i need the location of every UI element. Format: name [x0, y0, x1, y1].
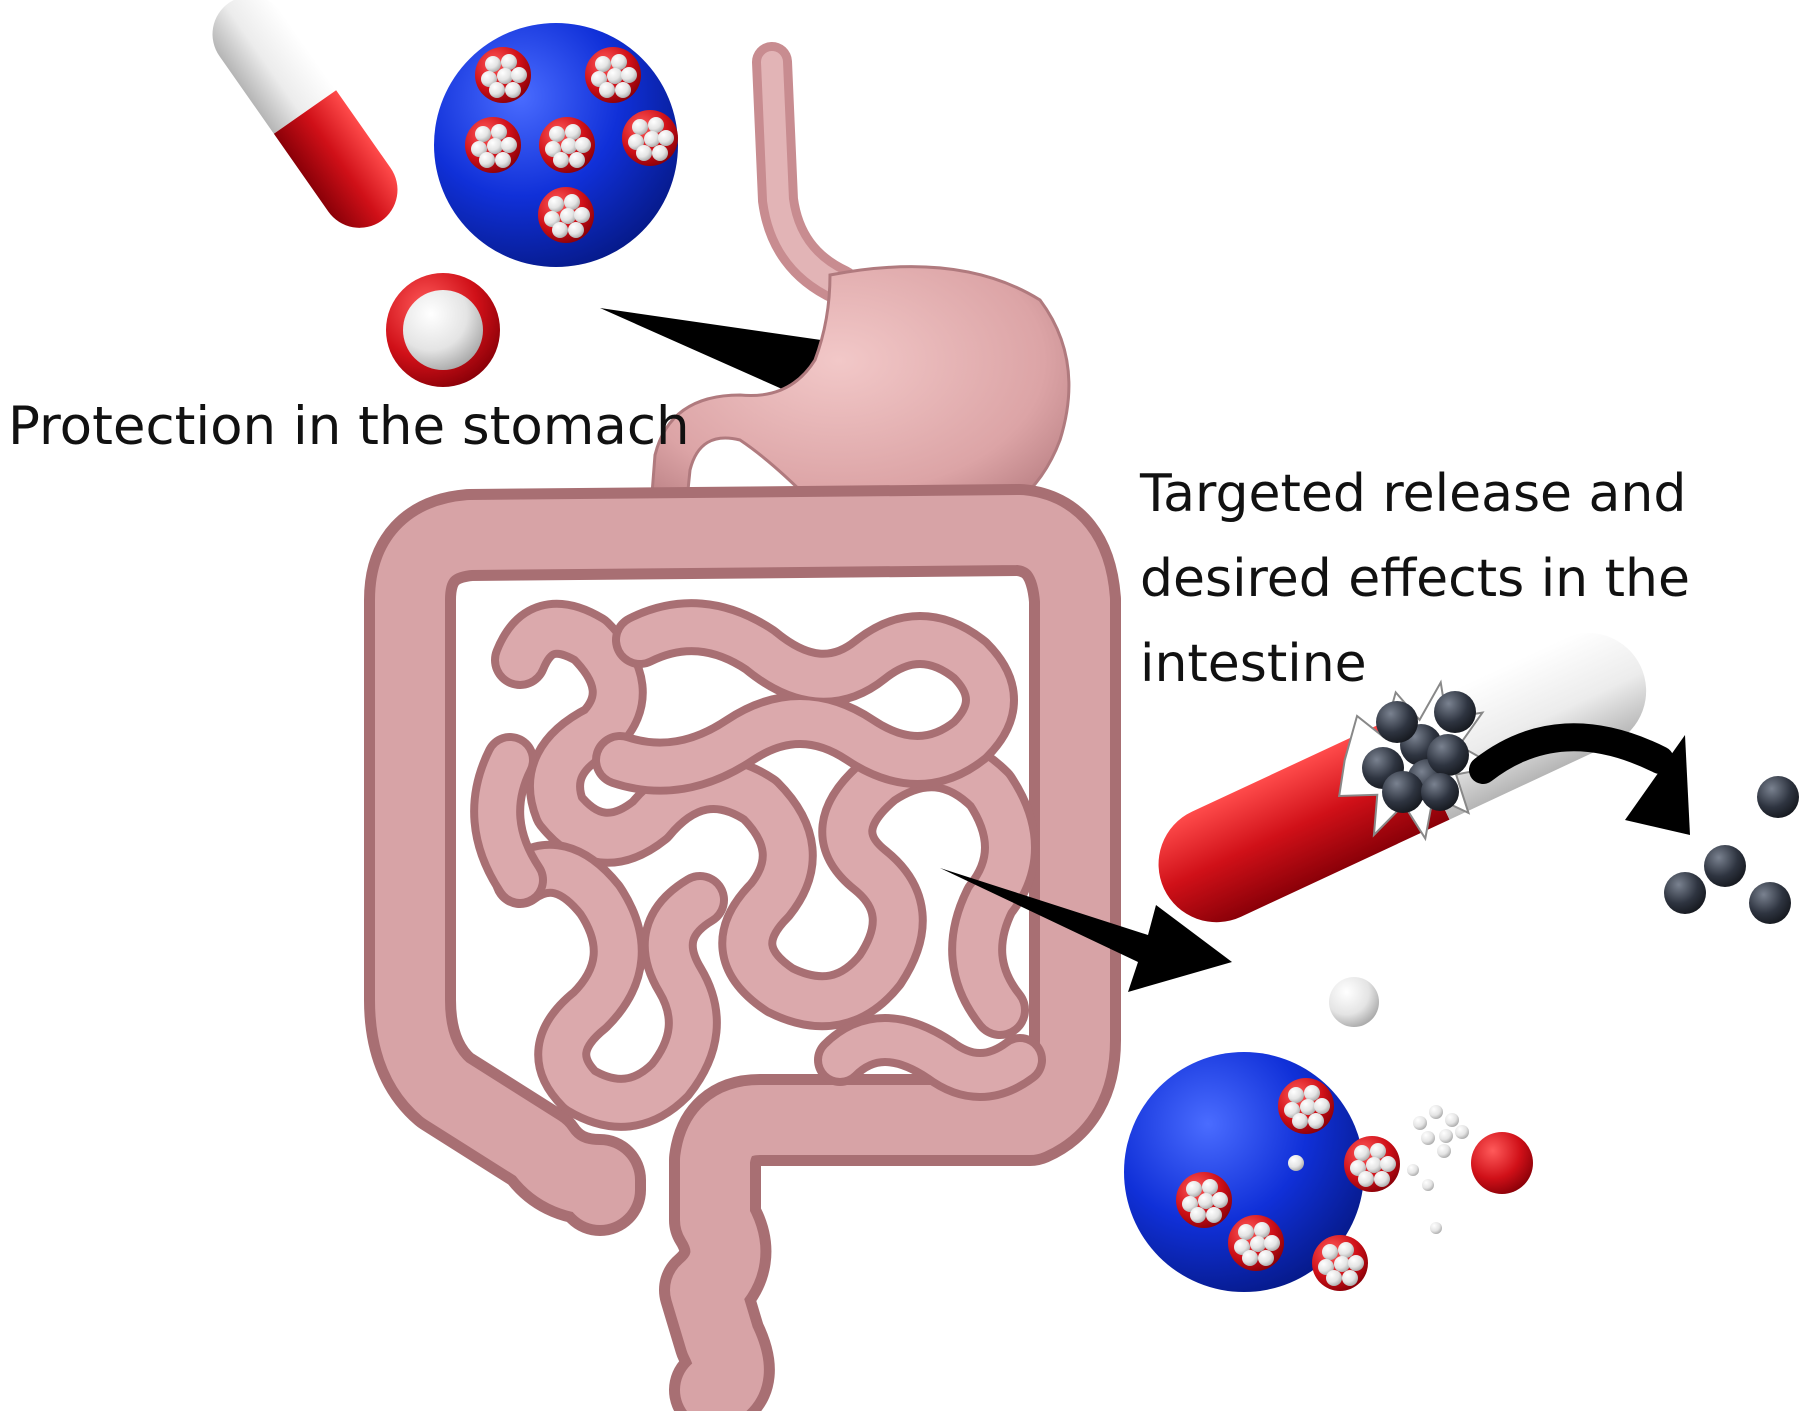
- nanoparticle-icon: [1407, 1105, 1469, 1234]
- arrow-icon: [940, 868, 1232, 992]
- intestine-label-line-2: desired effects in the: [1140, 549, 1690, 609]
- microparticle-icon: [434, 23, 678, 267]
- core-shell-particle-icon: [386, 273, 500, 387]
- intestine-icon: [364, 484, 1121, 1411]
- arrow-icon: [1469, 723, 1690, 835]
- released-particles-icon: [1362, 691, 1799, 924]
- red-particle-icon: [1471, 1132, 1533, 1194]
- capsule-icon: [212, 0, 398, 228]
- intestine-label-line-1: Targeted release and: [1140, 464, 1687, 524]
- intestine-label-line-3: intestine: [1140, 634, 1367, 694]
- microparticle-icon: [1124, 1052, 1400, 1292]
- stomach-label: Protection in the stomach: [8, 396, 690, 457]
- nanoparticle-icon: [1329, 977, 1379, 1027]
- intestine-label: Targeted release and desired effects in …: [1140, 452, 1690, 707]
